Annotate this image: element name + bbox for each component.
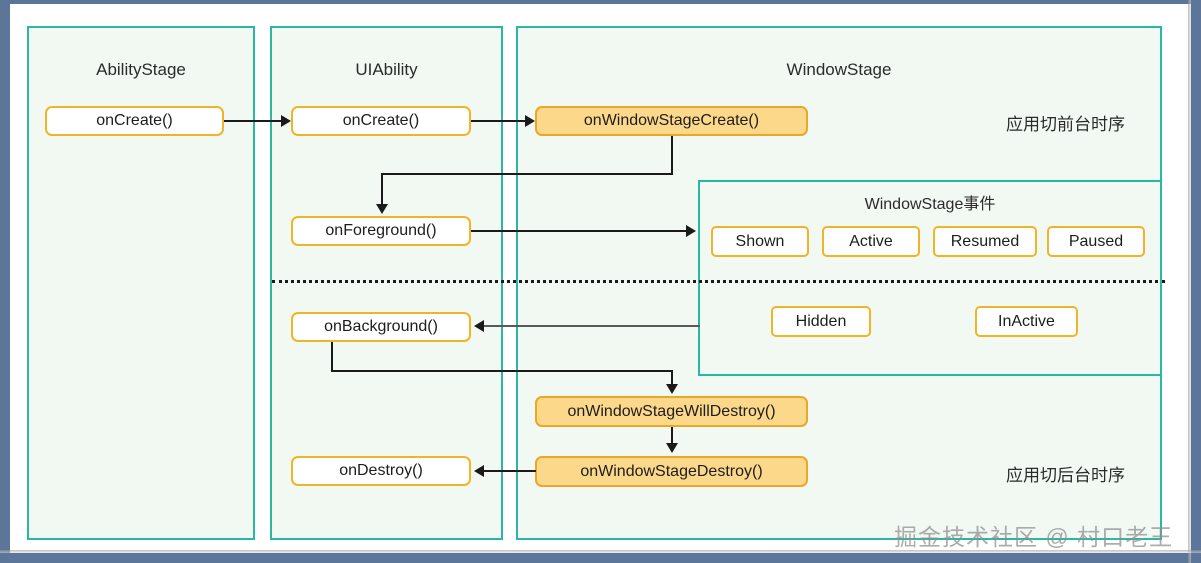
windowstage-events-box <box>698 180 1162 376</box>
lane-title-windowstage: WindowStage <box>786 60 892 79</box>
frame-shadow-right <box>1188 0 1191 563</box>
windowstage-events-title: WindowStage事件 <box>864 196 996 213</box>
connector-background-to-willdestroy-seg <box>671 370 673 386</box>
frame-shadow-bottom <box>0 550 1201 553</box>
frame-bottom-edge <box>0 553 1201 563</box>
arrowhead-onwindowstagedestroy <box>666 443 678 453</box>
arrowhead-onbackground <box>474 320 484 332</box>
node-onwindowstagedestroy[interactable]: onWindowStageDestroy() <box>535 456 808 487</box>
event-chip-inactive[interactable]: InActive <box>975 306 1078 337</box>
lane-title-uiability: UIAbility <box>355 60 418 79</box>
arrowhead-onforeground <box>376 204 388 214</box>
event-chip-paused[interactable]: Paused <box>1047 226 1145 257</box>
annotation-foreground-sequence: 应用切前台时序 <box>1006 115 1125 134</box>
lane-panel-abilitystage <box>27 26 255 540</box>
arrowhead-events-box-entry <box>686 225 696 237</box>
connector-wsc-down-seg <box>671 136 673 174</box>
connector-willdestroy-to-destroy <box>671 427 673 445</box>
connector-foreground-to-events <box>471 230 689 232</box>
node-onforeground[interactable]: onForeground() <box>291 216 471 246</box>
watermark-text: 掘金技术社区 @ 村口老王 <box>894 524 1174 550</box>
node-onbackground[interactable]: onBackground() <box>291 312 471 342</box>
lane-title-abilitystage: AbilityStage <box>96 60 186 79</box>
connector-windowstagedestroy-to-ondestroy <box>484 470 536 472</box>
arrowhead-onwindowstagecreate <box>525 115 535 127</box>
connector-uiability-to-windowstagecreate <box>471 120 528 122</box>
connector-background-down-seg <box>331 342 333 371</box>
arrowhead-ondestroy <box>474 465 484 477</box>
event-chip-shown[interactable]: Shown <box>711 226 809 257</box>
connector-events-to-background <box>484 325 700 327</box>
event-chip-hidden[interactable]: Hidden <box>771 306 871 337</box>
event-chip-resumed[interactable]: Resumed <box>933 226 1037 257</box>
connector-abilitystage-to-uiability <box>224 120 284 122</box>
event-chip-active[interactable]: Active <box>822 226 920 257</box>
arrowhead-onwindowstagewilldestroy <box>666 384 678 394</box>
node-onwindowstagewilldestroy[interactable]: onWindowStageWillDestroy() <box>535 396 808 427</box>
node-ondestroy[interactable]: onDestroy() <box>291 456 471 486</box>
foreground-background-divider <box>272 280 1165 283</box>
connector-wsc-to-foreground-seg <box>381 173 383 206</box>
connector-background-right-seg <box>331 370 672 372</box>
frame-left-edge <box>0 0 10 563</box>
node-onwindowstagecreate[interactable]: onWindowStageCreate() <box>535 106 808 136</box>
node-abilitystage-oncreate[interactable]: onCreate() <box>45 106 224 136</box>
node-uiability-oncreate[interactable]: onCreate() <box>291 106 471 136</box>
frame-right-edge <box>1191 0 1201 563</box>
frame-top-edge <box>0 0 1201 4</box>
annotation-background-sequence: 应用切后台时序 <box>1006 466 1125 485</box>
connector-wsc-left-seg <box>381 173 673 175</box>
arrowhead-uiability-oncreate <box>281 115 291 127</box>
